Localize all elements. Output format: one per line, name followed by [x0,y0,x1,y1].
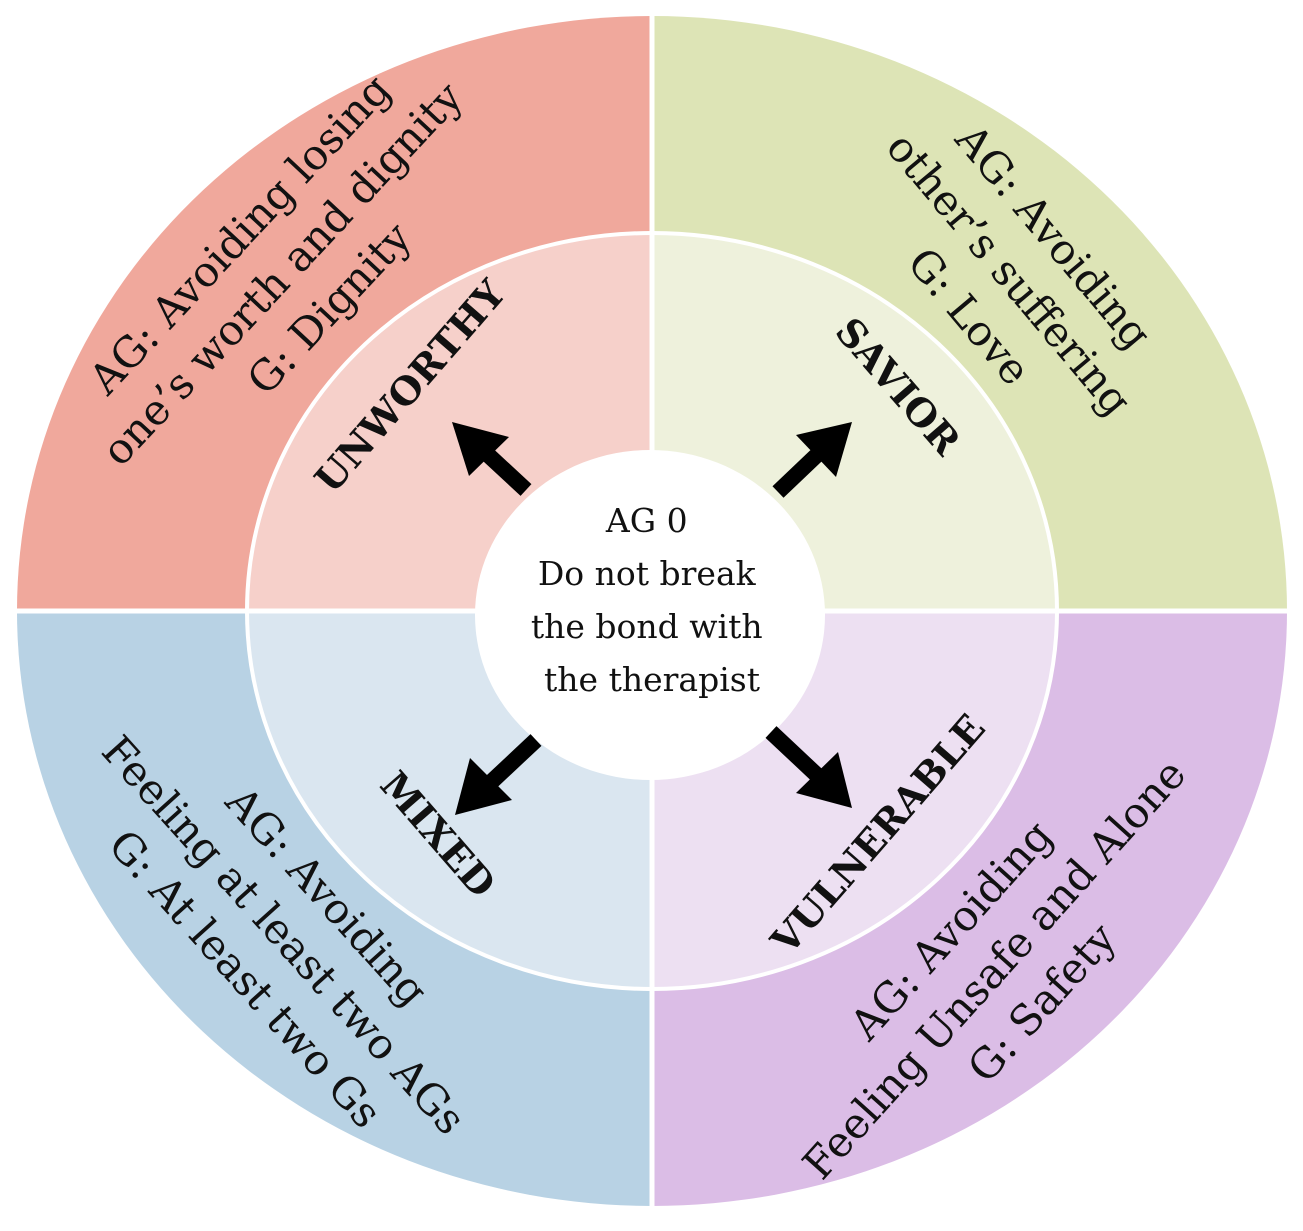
center-line: the bond with [531,607,763,646]
arrow-to-vulnerable [765,726,852,808]
arrow-to-unworthy [452,422,532,496]
center-line: AG 0 [605,501,688,540]
arrow-to-mixed [455,734,542,815]
center-circle [475,450,825,780]
center-line: the therapist [544,660,760,699]
center-text: AG 0 Do not break the bond with the ther… [531,501,773,699]
center-line: Do not break [538,554,757,593]
arrow-to-savior [772,422,852,498]
